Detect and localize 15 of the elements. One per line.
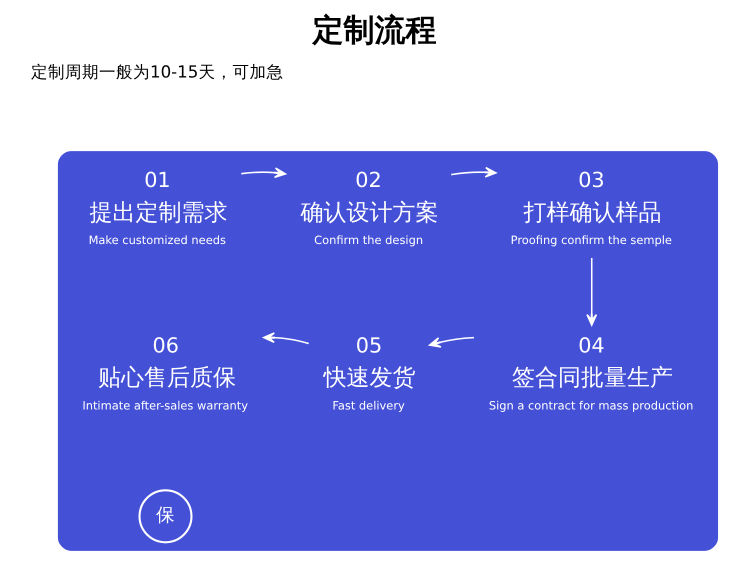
arrow	[240, 167, 286, 178]
arrow	[428, 336, 474, 348]
label: 定制周期一般为10-15天，可加急	[30, 62, 283, 82]
arrow	[262, 332, 308, 344]
diagram-title: 定制流程	[312, 12, 436, 48]
node-text: 06 贴心售后质保 Intimate after-sales warranty	[82, 333, 248, 412]
node-text: 01 提出定制需求 Make customized needs	[88, 168, 228, 247]
node-text: 02 确认设计方案 Confirm the design	[300, 168, 438, 247]
node-text: 03 打样确认样品 Proofing confirm the semple	[510, 168, 672, 247]
arrow	[450, 166, 496, 178]
node-text: 05 快速发货 Fast delivery	[323, 333, 416, 412]
label: 保	[156, 504, 175, 526]
node-text: 04 签合同批量生产 Sign a contract for mass production	[488, 333, 693, 412]
arrow	[586, 258, 597, 326]
cluster	[57, 151, 718, 551]
